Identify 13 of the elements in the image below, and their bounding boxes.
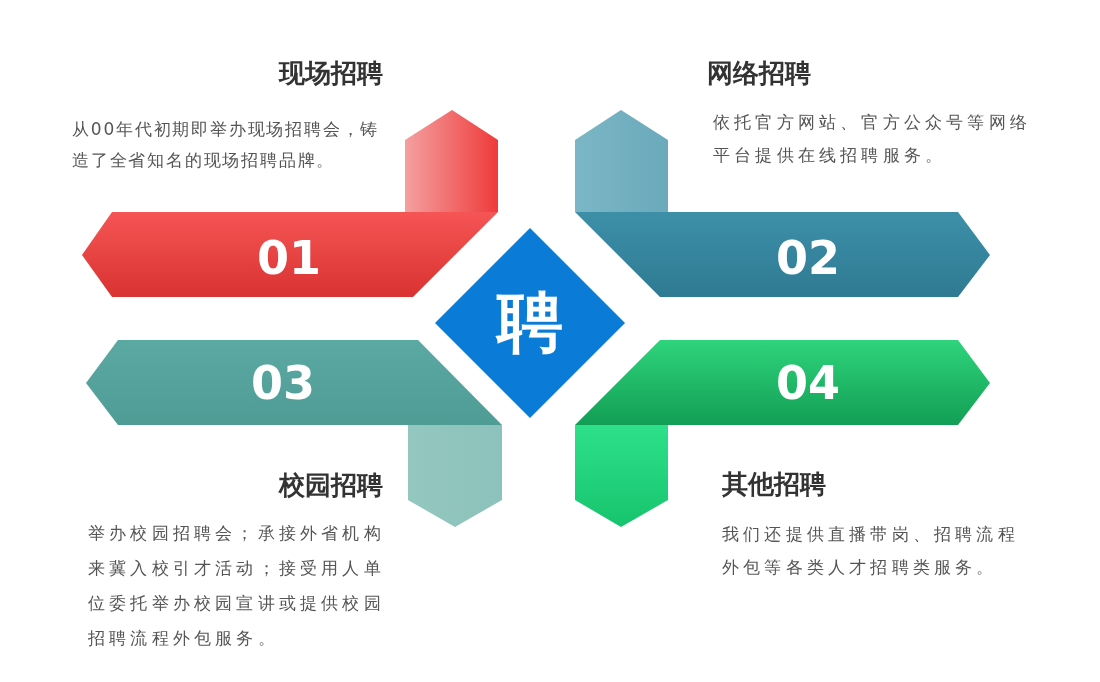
step-number: 02 [776, 235, 840, 281]
step-number: 01 [257, 235, 321, 281]
section-heading: 现场招聘 [277, 58, 383, 90]
section-heading: 其他招聘 [722, 469, 827, 501]
description-text: 举办校园招聘会；承接外省机构来冀入校引才活动；接受用人单位委托举办校园宣讲或提供校园招聘流程外包服务。 [88, 522, 386, 650]
description-text: 我们还提供直播带岗、招聘流程外包等各类人才招聘类服务。 [722, 523, 1020, 579]
section-heading: 校园招聘 [277, 470, 383, 502]
description-text: 依托官方网站、官方公众号等网络平台提供在线招聘服务。 [713, 111, 1032, 167]
center-character: 聘 [497, 290, 563, 356]
section-heading: 网络招聘 [707, 58, 812, 90]
description-text: 从00年代初期即举办现场招聘会，铸造了全省知名的现场招聘品牌。 [72, 118, 381, 172]
step-number: 03 [251, 360, 315, 406]
step-number: 04 [776, 360, 840, 406]
